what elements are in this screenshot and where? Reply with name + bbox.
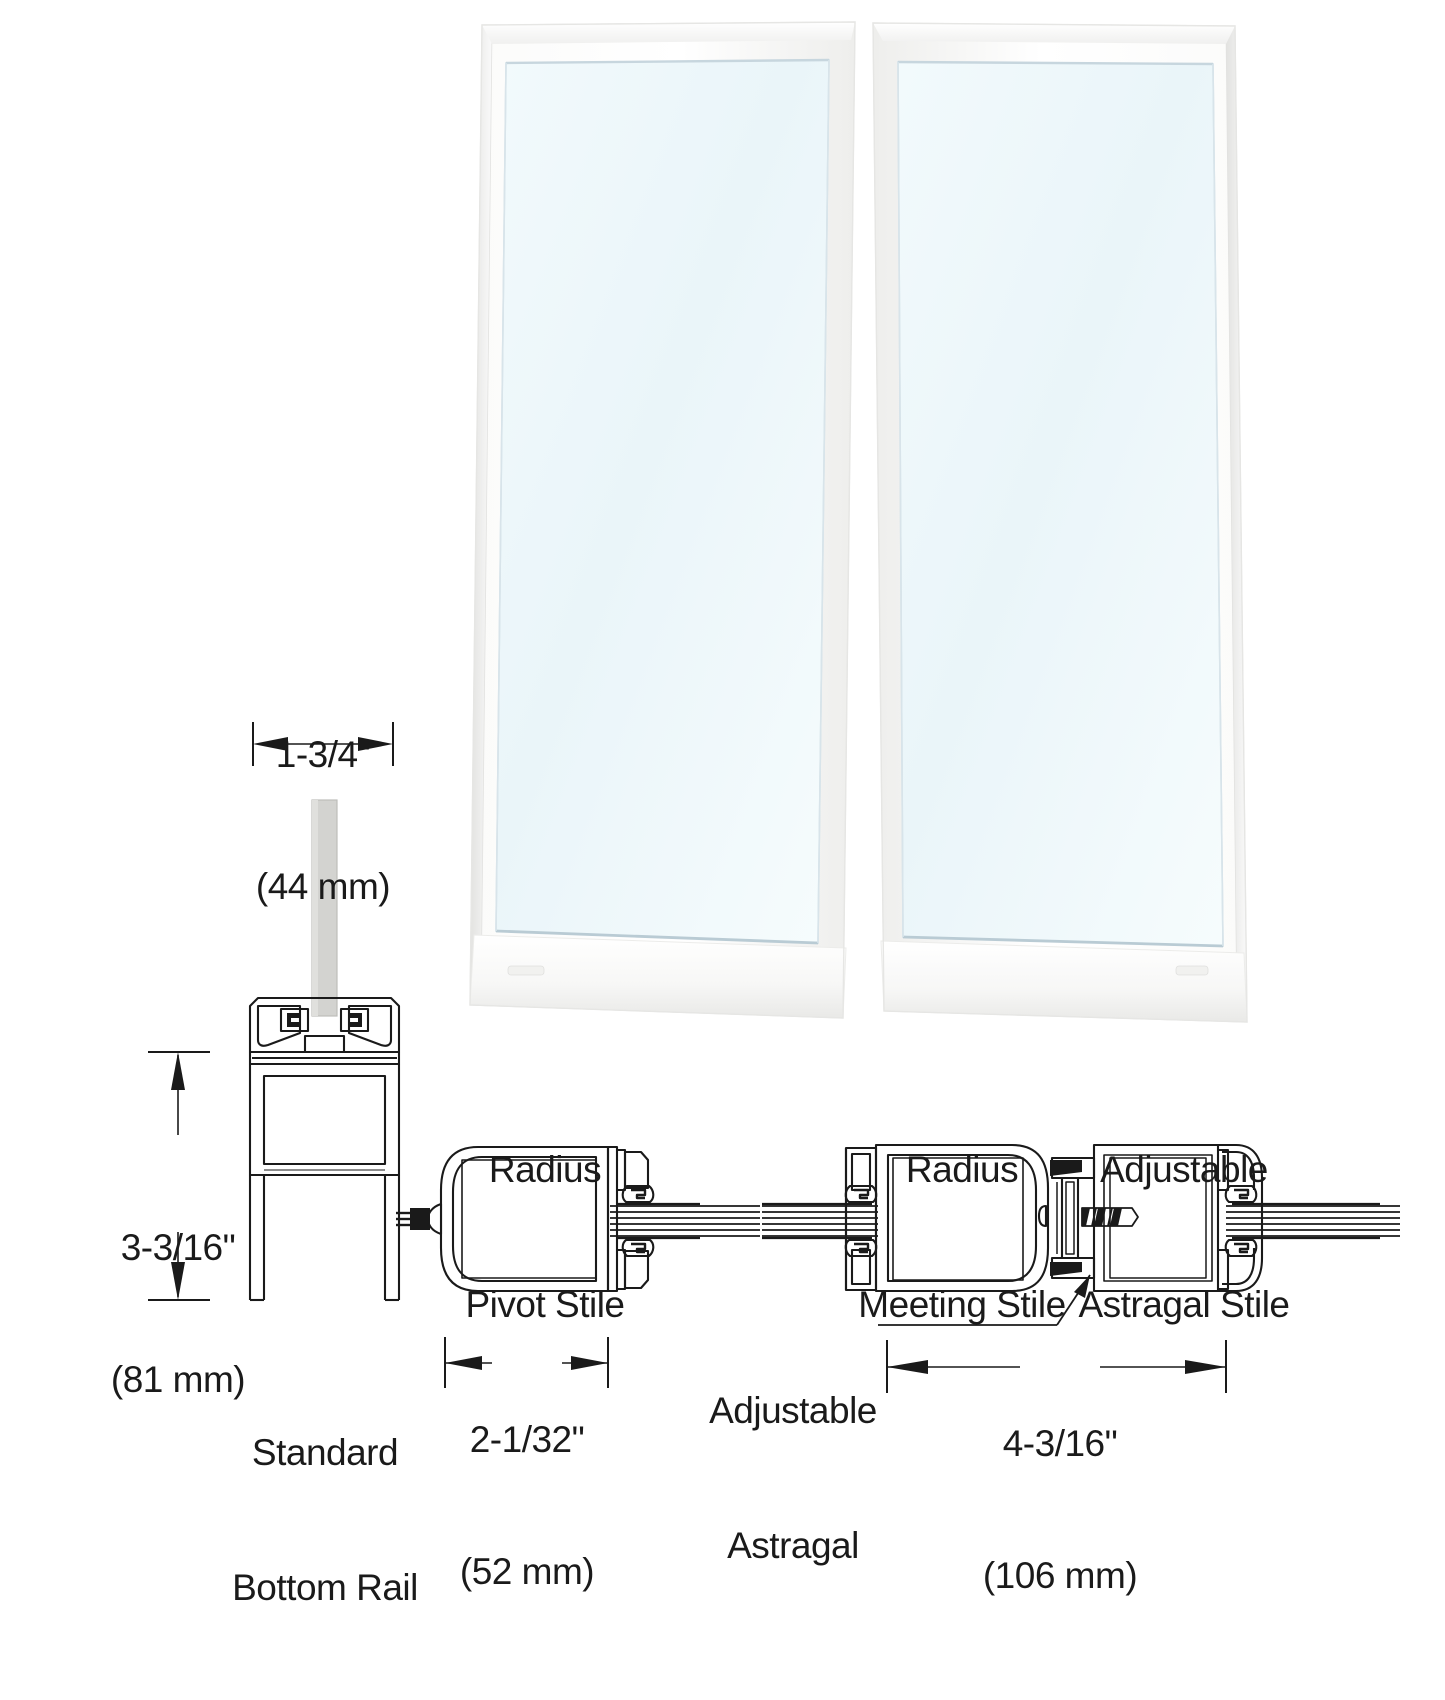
bottom-rail-height-imperial: 3-3/16" bbox=[120, 1227, 236, 1268]
bottom-rail-height-metric: (81 mm) bbox=[110, 1359, 246, 1400]
right-door-panel bbox=[872, 22, 1248, 1023]
adjustable-astragal-line1: Adjustable bbox=[709, 1390, 877, 1431]
radius-meeting-stile-section bbox=[762, 1143, 1050, 1293]
radius-meeting-stile-line2: Meeting Stile bbox=[858, 1284, 1066, 1325]
label-adjustable-astragal-stile: Adjustable Astragal Stile bbox=[1014, 1057, 1354, 1417]
dimension-label-pivot-stile-width: 2-1/32" (52 mm) bbox=[377, 1330, 677, 1682]
technical-drawing-sheet: 1-3/4" (44 mm) 3-3/16" (81 mm) Standard … bbox=[111, 21, 1400, 1608]
pivot-stile-width-imperial: 2-1/32" bbox=[469, 1419, 585, 1460]
leader-adjustable-astragal bbox=[878, 1274, 1091, 1326]
radius-pivot-stile-section bbox=[396, 1145, 760, 1293]
label-adjustable-astragal: Adjustable Astragal bbox=[643, 1298, 943, 1658]
label-radius-pivot-stile: Radius Pivot Stile bbox=[380, 1057, 710, 1417]
dimension-pivot-stile-width bbox=[444, 1337, 609, 1388]
astragal-stile-width-metric: (106 mm) bbox=[982, 1555, 1138, 1596]
label-radius-meeting-stile: Radius Meeting Stile bbox=[797, 1057, 1127, 1417]
dimension-astragal-stile-width bbox=[886, 1340, 1227, 1393]
door-thickness-imperial: 1-3/4" bbox=[275, 734, 371, 775]
door-thickness-metric: (44 mm) bbox=[255, 866, 391, 907]
dimension-label-astragal-stile-width: 4-3/16" (106 mm) bbox=[900, 1334, 1220, 1686]
dimension-bottom-rail-height bbox=[148, 1051, 210, 1301]
drawing-vector-layer bbox=[148, 21, 1400, 1393]
dimension-label-door-thickness: 1-3/4" (44 mm) bbox=[173, 645, 473, 997]
pivot-stile-width-metric: (52 mm) bbox=[459, 1551, 595, 1592]
adjustable-astragal-stile-section bbox=[1092, 1143, 1400, 1293]
dimension-label-bottom-rail-height: 3-3/16" (81 mm) bbox=[13, 1138, 343, 1490]
adjustable-astragal-stile-line1: Adjustable bbox=[1100, 1149, 1268, 1190]
radius-pivot-stile-line1: Radius bbox=[488, 1149, 602, 1190]
right-door-bottom-hardware bbox=[1175, 965, 1209, 976]
astragal-stile-width-imperial: 4-3/16" bbox=[1002, 1423, 1118, 1464]
left-door-bottom-hardware bbox=[507, 965, 545, 976]
dimension-door-thickness bbox=[252, 722, 394, 766]
standard-bottom-rail-section bbox=[248, 799, 401, 1302]
adjustable-astragal-stile-line2: Astragal Stile bbox=[1078, 1284, 1291, 1325]
radius-pivot-stile-line2: Pivot Stile bbox=[465, 1284, 625, 1325]
adjustable-astragal-line2: Astragal bbox=[727, 1525, 859, 1566]
radius-meeting-stile-line1: Radius bbox=[905, 1149, 1019, 1190]
left-door-panel bbox=[469, 21, 856, 1019]
